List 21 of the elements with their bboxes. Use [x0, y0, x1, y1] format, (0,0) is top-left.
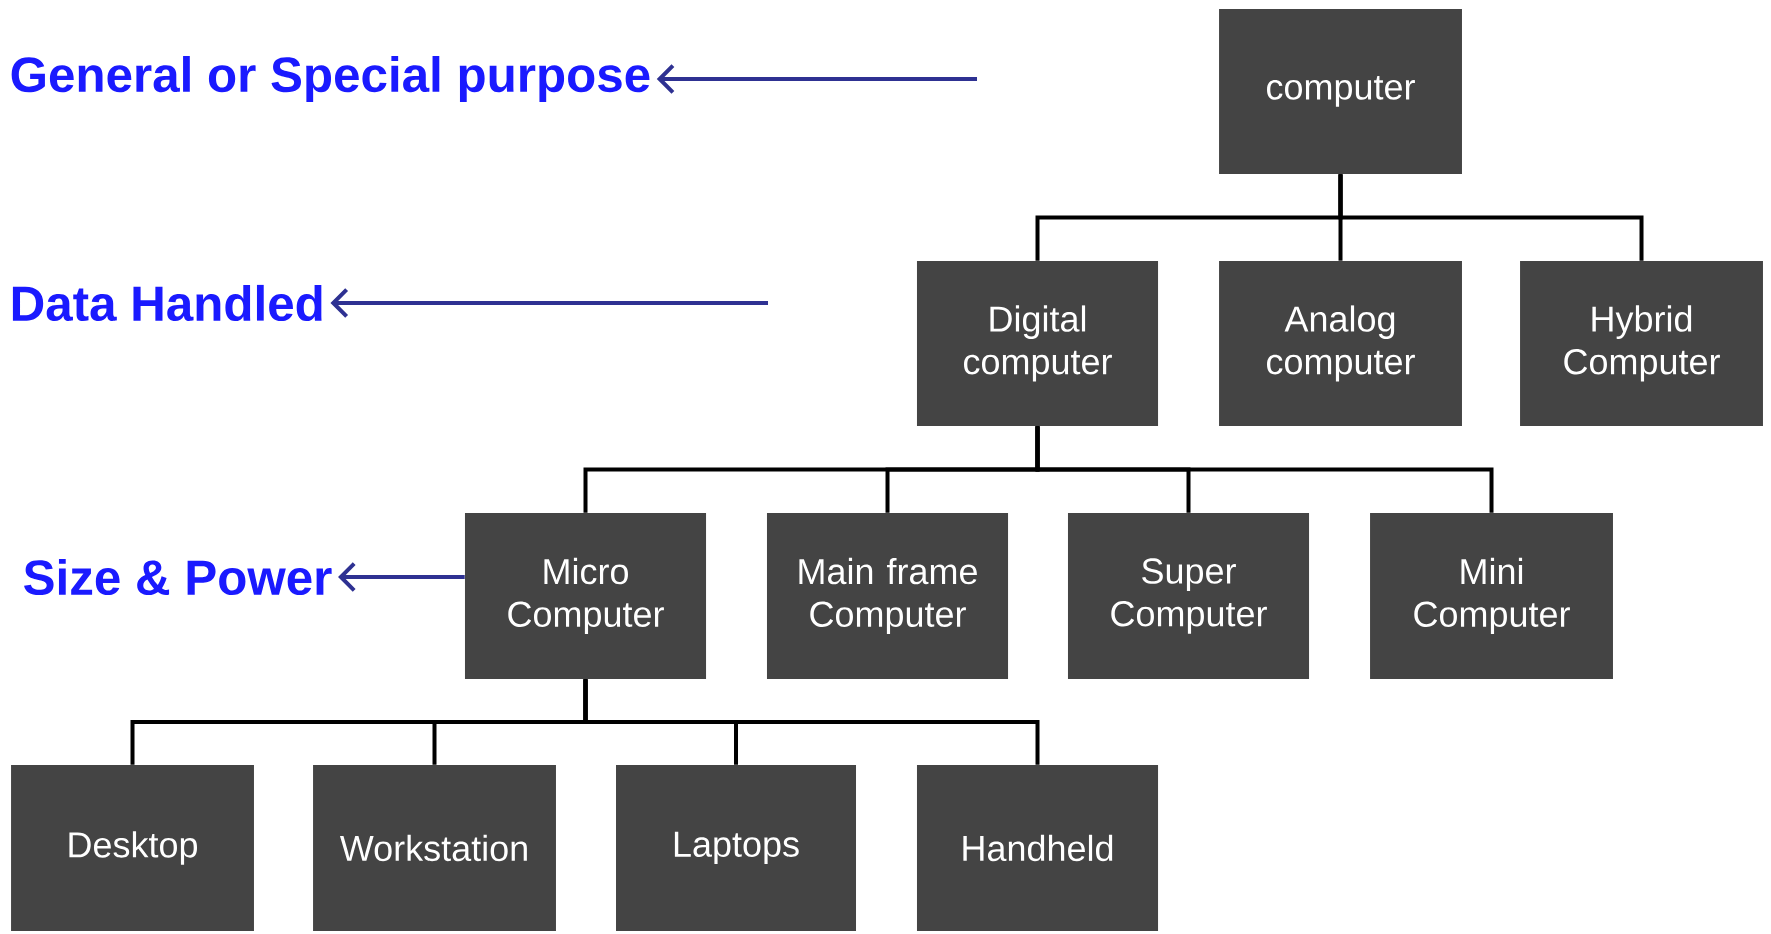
category-box: Handheld [917, 765, 1159, 931]
connector-line [583, 679, 1040, 765]
level-label: General or Special purpose [11, 56, 650, 102]
category-box: Main frame Computer [766, 513, 1009, 679]
category-box: computer [1219, 8, 1462, 175]
connector-line [1338, 174, 1644, 261]
category-box: Mini Computer [1370, 513, 1613, 679]
category-box: Desktop [11, 765, 254, 931]
category-box: Workstation [313, 765, 556, 931]
level-label: Data Handled [12, 284, 322, 322]
arrow [330, 288, 768, 318]
category-box: Micro Computer [465, 513, 707, 679]
category-box: Super Computer [1068, 513, 1310, 679]
category-box: Laptops [616, 765, 856, 931]
category-box: Analog computer [1219, 260, 1462, 427]
level-label: Size & Power [24, 558, 332, 596]
category-box: Hybrid Computer [1520, 260, 1763, 427]
arrow [338, 562, 465, 592]
connector-line [1035, 426, 1494, 513]
category-box: Digital computer [917, 260, 1159, 427]
arrow [656, 64, 977, 94]
